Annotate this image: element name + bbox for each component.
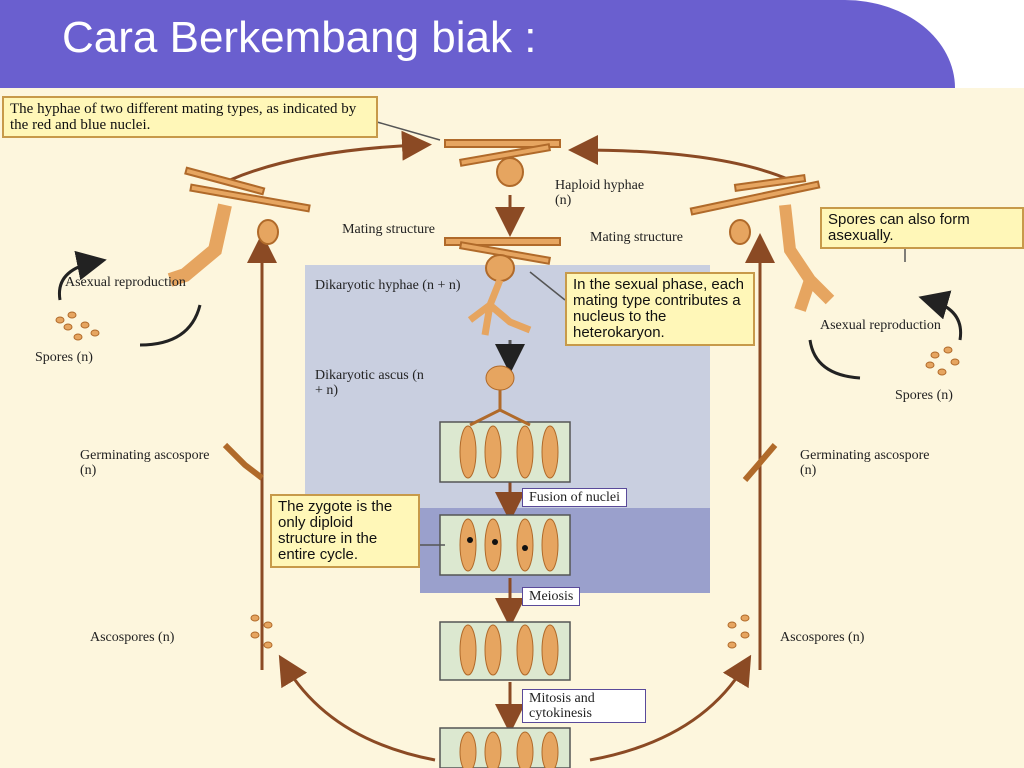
- label-mitosis: Mitosis and cytokinesis: [522, 689, 646, 723]
- cycle-arrow-top-right: [568, 135, 791, 182]
- label-spores-left: Spores (n): [35, 350, 93, 365]
- cycle-arrow-bottom-left: [278, 654, 436, 762]
- callout-asexual-spores: Spores can also form asexually.: [820, 207, 1024, 249]
- asexual-arrow-right: [808, 300, 963, 380]
- label-haploid-hyphae: Haploid hyphae (n): [555, 178, 645, 208]
- title-bar: [0, 0, 955, 88]
- label-asexual-right: Asexual reproduction: [820, 318, 941, 333]
- label-fusion: Fusion of nuclei: [522, 488, 627, 507]
- label-germinating-left: Germinating ascospore (n): [80, 448, 210, 478]
- label-ascospores-left: Ascospores (n): [90, 630, 175, 645]
- label-dikaryotic-hyphae: Dikaryotic hyphae (n + n): [315, 278, 461, 293]
- germinating-right: [742, 443, 778, 482]
- ascus-box-2: [439, 514, 571, 576]
- callout-sexual-phase: In the sexual phase, each mating type co…: [565, 272, 755, 346]
- ascus-box-4: [439, 727, 571, 768]
- mating-hyphae-center: [444, 237, 561, 336]
- mating-structure-left: [167, 166, 311, 287]
- label-dikaryotic-ascus: Dikaryotic ascus (n + n): [315, 368, 424, 398]
- callout-pointer-top: [369, 119, 441, 141]
- label-asexual-left: Asexual reproduction: [65, 275, 186, 290]
- ascospores-right: [727, 614, 750, 649]
- callout-pointer-sexual: [529, 271, 566, 301]
- label-ascospores-right: Ascospores (n): [780, 630, 865, 645]
- slide-title: Cara Berkembang biak :: [62, 13, 537, 62]
- ascus-box-1: [439, 365, 571, 483]
- germinating-left: [222, 442, 264, 481]
- spores-left: [55, 311, 100, 341]
- cycle-arrow-top-left: [229, 130, 432, 182]
- callout-zygote: The zygote is the only diploid structure…: [270, 494, 420, 568]
- label-spores-right: Spores (n): [895, 388, 953, 403]
- label-mating-structure-left: Mating structure: [342, 222, 435, 237]
- spores-right: [925, 346, 960, 376]
- label-germinating-right: Germinating ascospore (n): [800, 448, 930, 478]
- ascus-box-3: [439, 621, 571, 681]
- callout-mating-types: The hyphae of two different mating types…: [2, 96, 378, 138]
- label-mating-structure-right: Mating structure: [590, 230, 683, 245]
- ascospores-left: [250, 614, 273, 649]
- label-meiosis: Meiosis: [522, 587, 581, 606]
- mating-structure-right: [689, 174, 835, 312]
- cycle-arrow-bottom-right: [589, 654, 752, 762]
- asexual-arrow-left: [57, 262, 202, 347]
- haploid-hyphae-top: [444, 139, 561, 187]
